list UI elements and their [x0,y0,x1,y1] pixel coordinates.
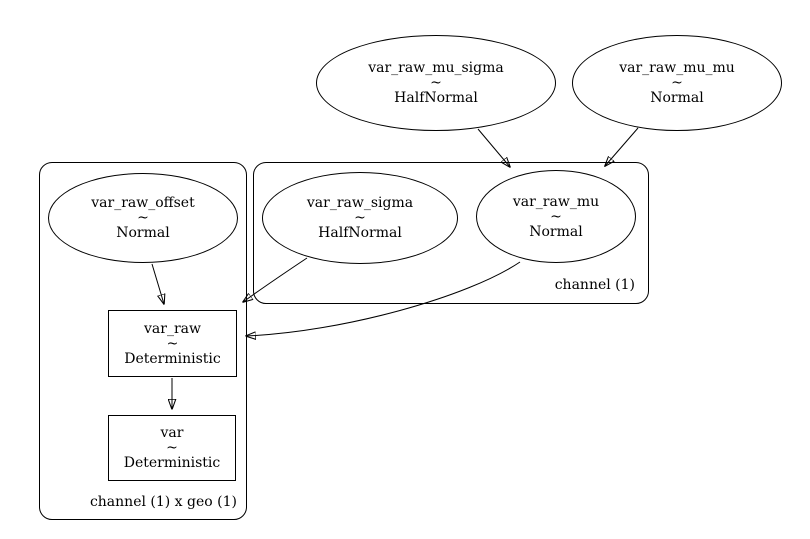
node-var-raw-mu-mu: var_raw_mu_mu ~ Normal [572,35,782,131]
node-name: var_raw_offset [91,195,195,211]
node-distribution: Deterministic [124,350,221,367]
node-relation: ~ [166,440,178,456]
plate-label-channel-geo: channel (1) x geo (1) [89,494,237,510]
edge-var-raw-mu-to-var-raw [246,261,521,336]
node-name: var_raw_mu_mu [619,60,735,76]
node-var-raw: var_raw ~ Deterministic [108,310,237,377]
edge-var-raw-mu-mu-to-var-raw-mu [605,127,639,166]
node-relation: ~ [430,75,442,91]
edge-var-raw-offset-to-var-raw [151,263,164,304]
node-var-raw-sigma: var_raw_sigma ~ HalfNormal [262,172,458,264]
node-distribution: Normal [650,90,704,106]
node-distribution: HalfNormal [318,225,402,241]
node-relation: ~ [166,335,179,352]
node-name: var_raw [144,320,201,337]
node-var: var ~ Deterministic [108,415,236,481]
node-distribution: Deterministic [123,455,221,471]
node-name: var_raw_sigma [306,195,414,211]
node-relation: ~ [137,210,149,226]
node-relation: ~ [550,208,562,225]
plate-channel-geo [39,162,247,520]
node-distribution: Normal [116,225,170,241]
node-relation: ~ [354,210,366,226]
node-name: var [160,425,184,441]
node-distribution: Normal [529,223,583,240]
edge-var-raw-sigma-to-var-raw [243,257,308,302]
node-var-raw-offset: var_raw_offset ~ Normal [48,173,238,263]
node-name: var_raw_mu [512,193,600,210]
node-distribution: HalfNormal [394,90,478,106]
node-var-raw-mu: var_raw_mu ~ Normal [476,170,636,263]
node-relation: ~ [671,75,683,91]
plate-channel [253,162,649,304]
node-var-raw-mu-sigma: var_raw_mu_sigma ~ HalfNormal [316,35,556,131]
edge-var-raw-mu-sigma-to-var-raw-mu [477,128,510,167]
node-name: var_raw_mu_sigma [368,60,504,76]
plate-label-channel: channel (1) [554,277,635,293]
